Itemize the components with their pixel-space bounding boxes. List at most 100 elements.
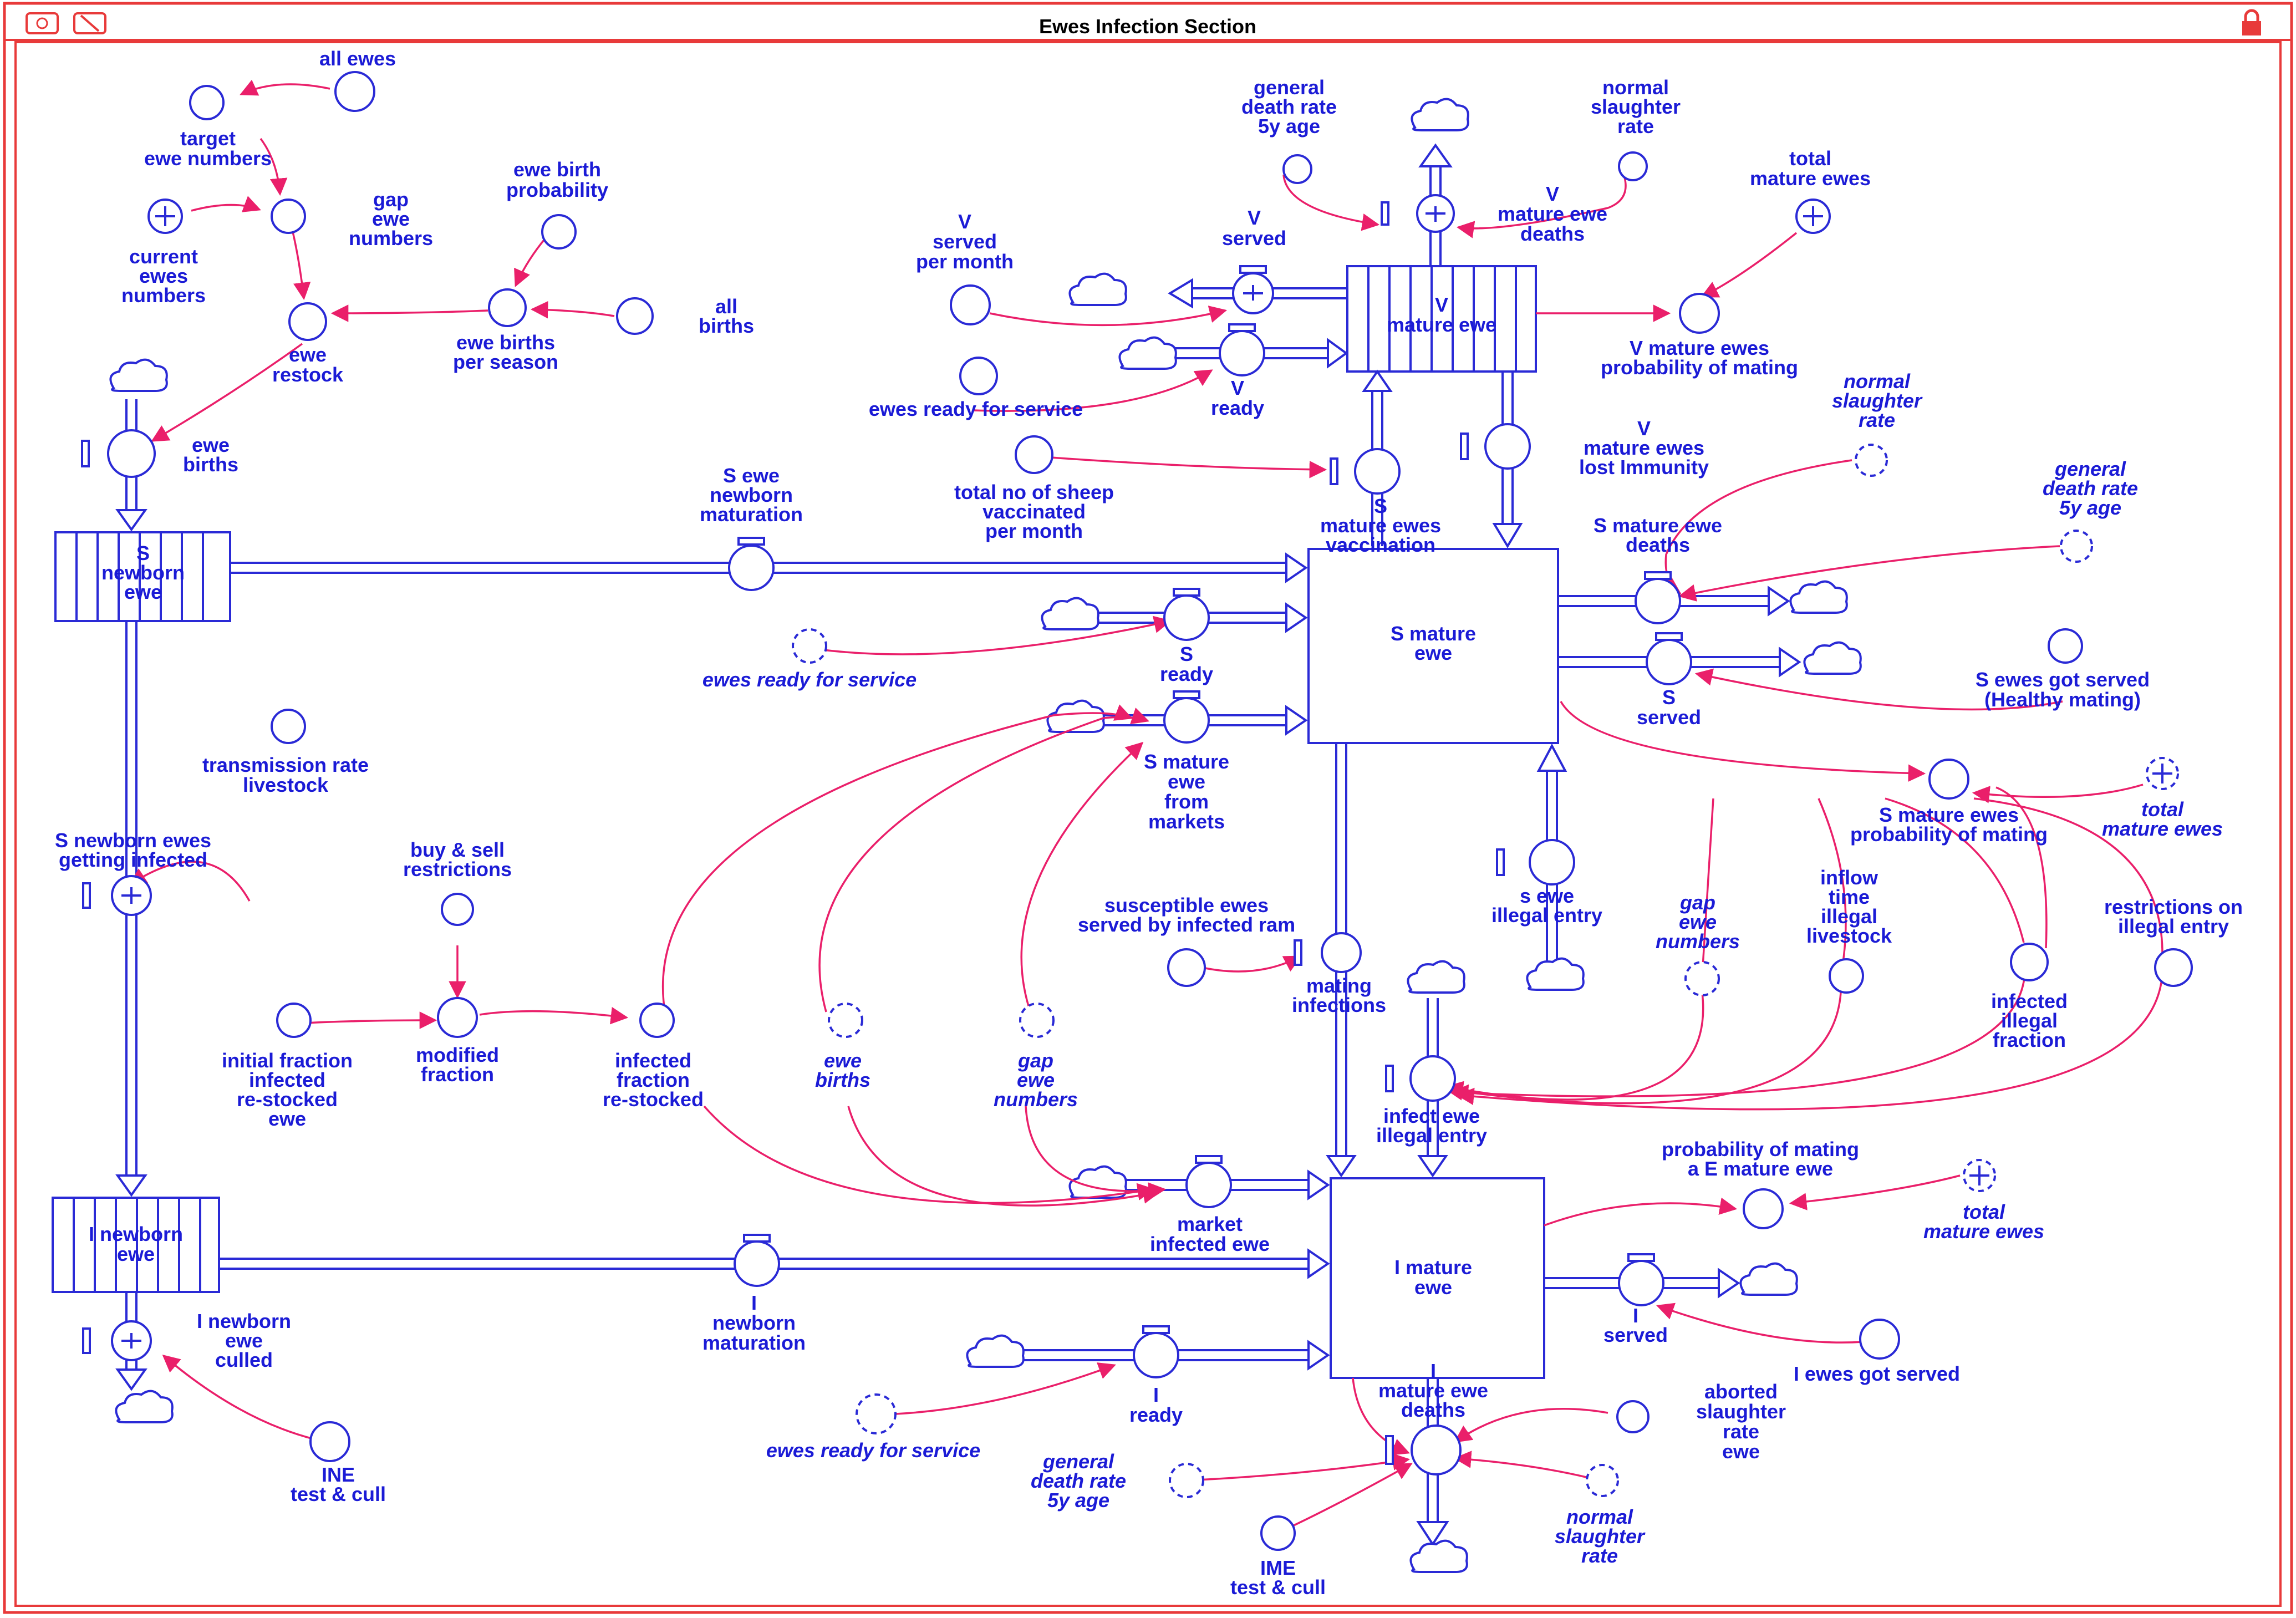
svg-text:getting infected: getting infected: [59, 848, 207, 871]
label-current-ewes-numbers: current: [129, 245, 198, 268]
aux-restrictions-illegal-entry[interactable]: [2154, 948, 2193, 987]
flow-valves[interactable]: [81, 194, 1692, 1475]
aux-v-mature-ewes-probability[interactable]: [1679, 293, 1720, 334]
aux-infected-illegal-fraction[interactable]: [2010, 943, 2049, 981]
aux-transmission-rate[interactable]: [271, 709, 306, 744]
aux-aborted-slaughter-rate[interactable]: [1616, 1400, 1650, 1433]
ghost-gap-ewe-numbers-2[interactable]: [1019, 1003, 1055, 1038]
label-v-served-per-month: V: [958, 210, 971, 233]
ghost-normal-slaughter-rate-2[interactable]: [1586, 1464, 1619, 1497]
ghost-ewes-ready-for-service-2[interactable]: [856, 1393, 897, 1434]
valve-infect-ewe-illegal-entry[interactable]: [1385, 1055, 1456, 1102]
aux-ime-test-cull[interactable]: [1260, 1515, 1296, 1551]
valve-i-newborn-ewe-culled[interactable]: [82, 1320, 152, 1361]
svg-text:per month: per month: [985, 520, 1083, 542]
aux-ewe-births-per-season[interactable]: [488, 288, 527, 327]
ghost-general-death-rate[interactable]: [2060, 530, 2093, 563]
valve-s-from-markets[interactable]: [1163, 690, 1210, 744]
label-i-newborn-ewe-culled: I newborn: [197, 1310, 291, 1332]
aux-total-vaccinated[interactable]: [1015, 435, 1053, 474]
stock-i-newborn-ewe[interactable]: [52, 1197, 220, 1293]
aux-inflow-time-illegal[interactable]: [1829, 958, 1864, 994]
auxiliary-variables[interactable]: [147, 71, 2193, 1551]
aux-i-ewes-got-served[interactable]: [1859, 1319, 1900, 1360]
aux-ewe-birth-probability[interactable]: [541, 214, 577, 250]
ghost-current-ewes-numbers[interactable]: [147, 199, 183, 234]
aux-buy-sell-restrictions[interactable]: [441, 893, 474, 926]
ghost-ewe-births[interactable]: [828, 1003, 863, 1038]
label-restrictions-illegal-entry: restrictions on: [2104, 896, 2243, 918]
aux-ewe-restock[interactable]: [288, 302, 327, 341]
valve-s-ewe-illegal-entry[interactable]: [1496, 839, 1575, 886]
stock-s-newborn-ewe[interactable]: [54, 531, 231, 622]
svg-text:numbers: numbers: [349, 227, 433, 250]
aux-v-served-per-month[interactable]: [950, 284, 991, 325]
stock-s-mature-ewe[interactable]: [1307, 548, 1559, 744]
aux-ewes-ready-for-service[interactable]: [959, 357, 998, 395]
label-aborted-slaughter-rate-ewe: aborted: [1704, 1380, 1778, 1403]
valve-v-mature-ewe-deaths[interactable]: [1381, 194, 1455, 233]
valve-i-served[interactable]: [1618, 1253, 1664, 1306]
aux-initial-fraction[interactable]: [276, 1003, 312, 1038]
valve-ewe-births[interactable]: [81, 429, 156, 478]
ghost-gap-ewe-numbers[interactable]: [1684, 961, 1720, 996]
valve-market-infected-ewe[interactable]: [1185, 1155, 1232, 1208]
label-infected-illegal-fraction: infected: [1991, 990, 2068, 1012]
aux-normal-slaughter-rate[interactable]: [1618, 151, 1648, 181]
svg-text:ready: ready: [1129, 1403, 1183, 1426]
svg-text:restrictions: restrictions: [403, 858, 512, 881]
aux-target-ewe-numbers[interactable]: [189, 85, 225, 120]
aux-all-ewes[interactable]: [334, 71, 375, 112]
aux-all-births[interactable]: [616, 297, 654, 335]
label-probability-mating-e: probability of mating: [1662, 1138, 1859, 1161]
label-ine-test-cull: INE: [322, 1463, 355, 1486]
ghost-general-death-rate-2[interactable]: [1169, 1463, 1204, 1498]
svg-text:newborn: newborn: [101, 561, 185, 584]
stock-v-mature-ewe[interactable]: [1346, 265, 1537, 373]
aux-infected-fraction-restocked[interactable]: [639, 1003, 675, 1038]
valve-i-newborn-maturation[interactable]: [734, 1234, 780, 1287]
label-target-ewe-numbers: target: [180, 127, 236, 150]
aux-ine-test-cull[interactable]: [309, 1421, 350, 1462]
aux-probability-mating-e[interactable]: [1743, 1188, 1784, 1229]
valve-v-lost-immunity[interactable]: [1460, 423, 1531, 470]
svg-text:markets: markets: [1148, 810, 1225, 833]
stock-i-mature-ewe[interactable]: [1330, 1177, 1545, 1379]
aux-modified-fraction[interactable]: [437, 997, 478, 1038]
svg-text:livestock: livestock: [243, 774, 329, 796]
valve-i-ready[interactable]: [1133, 1325, 1179, 1378]
valve-s-newborn-maturation[interactable]: [728, 537, 775, 591]
window-block-icon[interactable]: [73, 12, 106, 34]
valve-s-mature-ewe-deaths[interactable]: [1635, 571, 1681, 624]
svg-text:illegal entry: illegal entry: [1376, 1124, 1487, 1147]
svg-text:illegal: illegal: [2001, 1009, 2058, 1032]
valve-s-newborn-getting-infected[interactable]: [82, 875, 152, 916]
ghost-total-mature-ewes[interactable]: [1795, 199, 1831, 234]
svg-text:test & cull: test & cull: [1230, 1576, 1326, 1599]
valve-mating-infections[interactable]: [1294, 932, 1362, 973]
valve-v-served[interactable]: [1232, 265, 1274, 314]
aux-general-death-rate[interactable]: [1282, 154, 1312, 184]
svg-text:newborn: newborn: [712, 1311, 796, 1334]
aux-s-mature-ewes-probability[interactable]: [1928, 759, 1969, 800]
valve-s-vaccination[interactable]: [1330, 448, 1401, 495]
ghost-normal-slaughter-rate[interactable]: [1855, 444, 1888, 477]
valve-s-ready[interactable]: [1163, 588, 1210, 641]
aux-susceptible-ewes-infected-ram[interactable]: [1167, 948, 1206, 987]
valve-s-served[interactable]: [1646, 632, 1692, 685]
lock-icon[interactable]: [2242, 9, 2261, 35]
ghost-total-mature-ewes-2[interactable]: [2146, 757, 2179, 790]
window-menu-icon[interactable]: [26, 12, 59, 34]
ghost-ewes-ready-for-service[interactable]: [792, 628, 827, 664]
aux-gap-ewe-numbers[interactable]: [271, 199, 306, 234]
label-s-mature-ewe: S mature: [1391, 622, 1476, 645]
svg-text:per season: per season: [453, 350, 558, 373]
ghost-total-mature-ewes-3[interactable]: [1963, 1159, 1996, 1192]
svg-text:death rate: death rate: [1241, 95, 1337, 118]
valve-i-mature-ewe-deaths[interactable]: [1385, 1424, 1462, 1475]
aux-s-ewes-got-served[interactable]: [2048, 628, 2083, 664]
window-title: Ewes Infection Section: [1039, 15, 1256, 38]
svg-text:infected: infected: [249, 1069, 325, 1091]
valve-v-ready[interactable]: [1219, 323, 1265, 376]
